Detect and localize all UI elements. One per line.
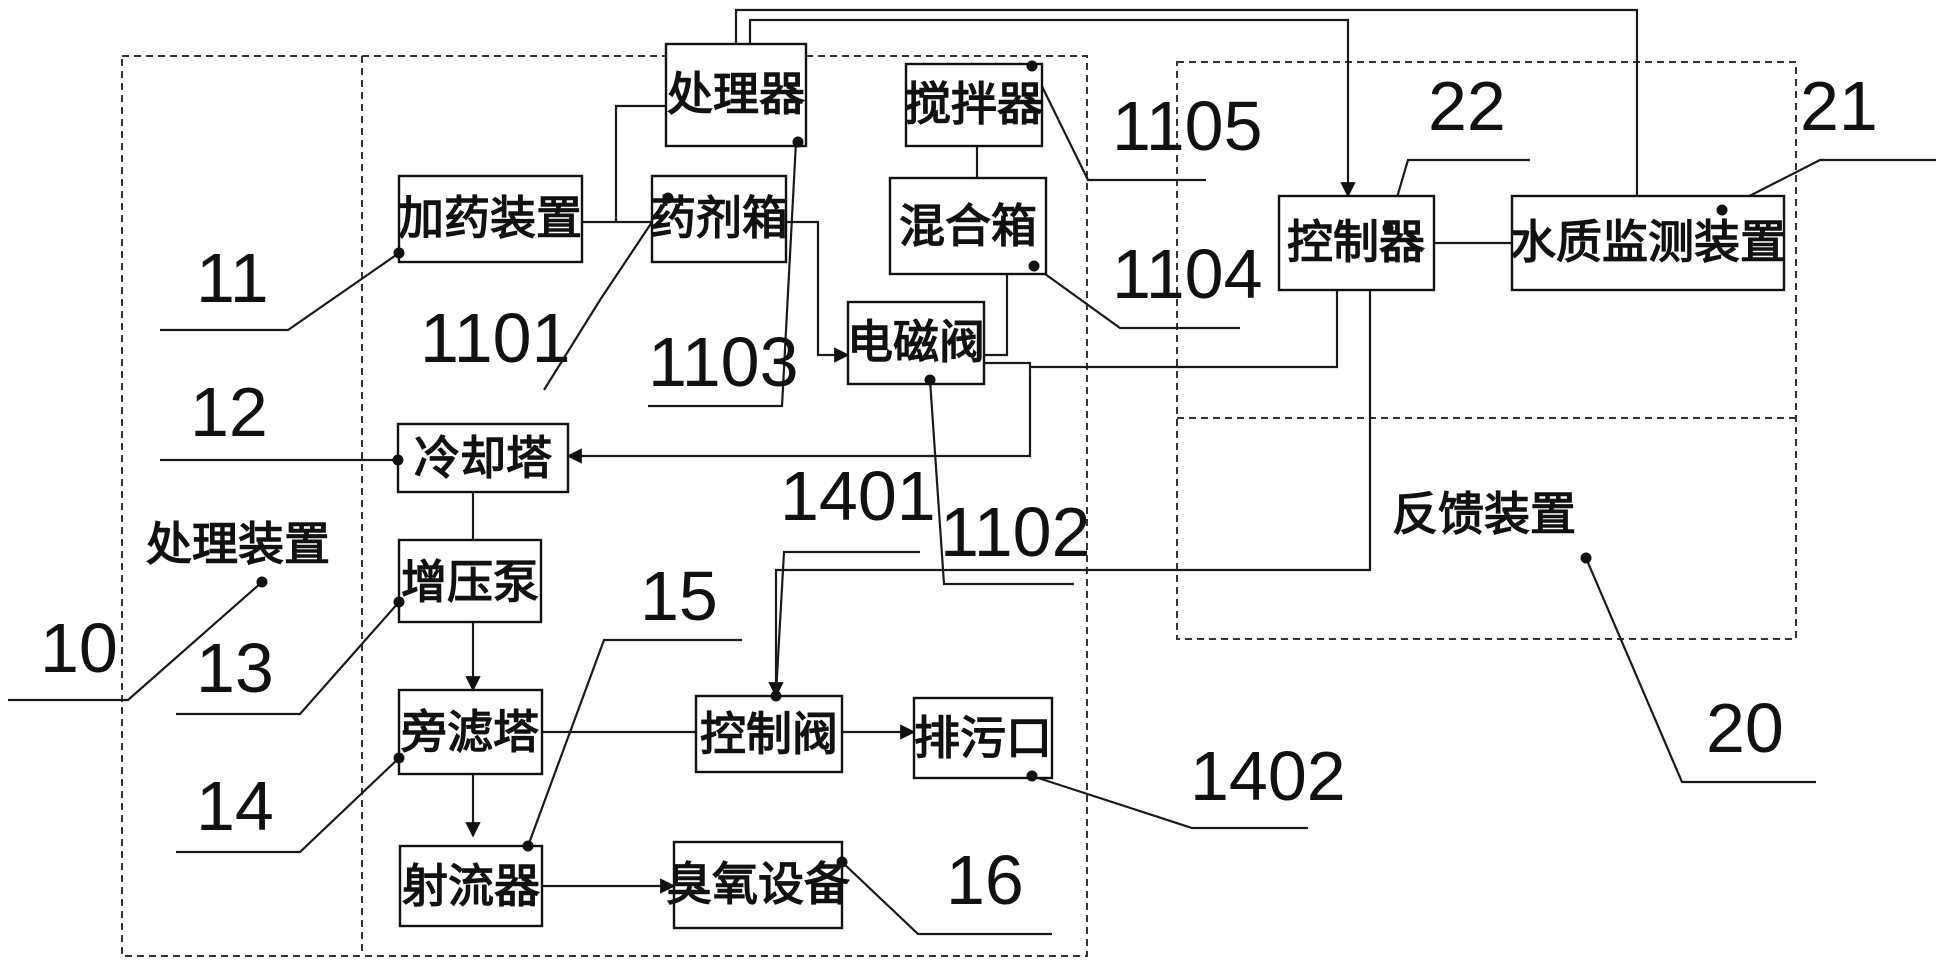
- leader-dots: [256, 60, 1728, 868]
- processor-box: 处理器: [664, 42, 808, 148]
- solenoid-valve-box: 电磁阀: [846, 300, 986, 386]
- leader-1105: [1031, 65, 1206, 182]
- ref-1402: 1402: [1190, 737, 1346, 815]
- booster-pump-label: 增压泵: [401, 555, 539, 609]
- mixer-label: 搅拌器: [905, 77, 1044, 131]
- wire-mixing-to-solenoid: [984, 274, 1009, 357]
- mixing-box: 混合箱: [888, 176, 1048, 276]
- controller-label: 控制器: [1287, 215, 1426, 269]
- leader-1104: [1033, 265, 1240, 330]
- wire-processor-to-controller: [748, 18, 1356, 198]
- ref-1103: 1103: [648, 323, 799, 401]
- wire-solenoid-to-cooling: [566, 361, 1032, 464]
- leader-1103: [648, 141, 798, 408]
- wire-controller-to-solenoid: [1030, 290, 1339, 369]
- leader-1402: [1031, 774, 1308, 830]
- ref-1104: 1104: [1112, 235, 1263, 313]
- solenoid-valve-label: 电磁阀: [847, 315, 985, 369]
- side-filter-tower-box: 旁滤塔: [397, 688, 544, 776]
- ref-20: 20: [1706, 689, 1784, 767]
- ref-13: 13: [196, 629, 274, 707]
- ref-1101: 1101: [420, 299, 571, 377]
- cooling-tower-box: 冷却塔: [396, 422, 570, 494]
- ref-16: 16: [946, 841, 1024, 919]
- leader-11: [160, 252, 400, 332]
- leader-10: [8, 581, 263, 702]
- feedback-device-border: [1176, 61, 1797, 640]
- ref-21: 21: [1800, 67, 1878, 145]
- ref-11: 11: [196, 239, 269, 317]
- leader-14: [176, 757, 400, 854]
- leader-13: [176, 601, 400, 716]
- leader-1401: [774, 550, 920, 695]
- treatment-device-label: 处理装置: [146, 517, 330, 571]
- ref-10: 10: [40, 609, 118, 687]
- controller-box: 控制器: [1277, 194, 1436, 292]
- processor-label: 处理器: [667, 67, 806, 121]
- ref-1401: 1401: [780, 457, 936, 535]
- cooling-tower-label: 冷却塔: [414, 431, 553, 485]
- feedback-device-label: 反馈装置: [1392, 487, 1576, 541]
- water-quality-monitor-label: 水质监测装置: [1510, 215, 1786, 269]
- booster-pump-box: 增压泵: [397, 538, 543, 624]
- leader-20: [1584, 557, 1816, 784]
- control-valve-label: 控制阀: [700, 707, 838, 761]
- ozone-equipment-label: 臭氧设备: [666, 857, 851, 911]
- leader-lines: [8, 65, 1936, 936]
- leader-15: [526, 638, 742, 847]
- leader-1101: [543, 197, 669, 391]
- control-valve-box: 控制阀: [694, 694, 844, 774]
- sewage-outlet-label: 排污口: [914, 711, 1052, 765]
- ejector-label: 射流器: [402, 859, 541, 913]
- ref-1105: 1105: [1112, 87, 1263, 165]
- wire-reagent-to-solenoid: [786, 220, 850, 363]
- ejector-box: 射流器: [398, 844, 544, 928]
- water-quality-monitor-box: 水质监测装置: [1510, 194, 1786, 292]
- connection-lines: [465, 8, 1639, 894]
- dosing-device-label: 加药装置: [398, 191, 582, 245]
- wire-monitor-to-processor-loop: [734, 8, 1639, 196]
- leader-21: [1721, 158, 1936, 211]
- side-filter-tower-label: 旁滤塔: [400, 705, 540, 759]
- leader-1102: [928, 379, 1074, 586]
- ref-22: 22: [1428, 67, 1506, 145]
- dosing-device-box: 加药装置: [397, 174, 584, 264]
- sewage-outlet-box: 排污口: [912, 696, 1054, 780]
- wire-processor-to-dosing: [614, 104, 666, 222]
- leader-16: [841, 861, 1052, 936]
- reagent-box: 药剂箱: [650, 174, 788, 264]
- reference-numerals: 11 1101 1103 1105 1104 12 10 13 15 14 14…: [40, 67, 1878, 919]
- mixer-box: 搅拌器: [904, 62, 1044, 148]
- ref-15: 15: [640, 557, 718, 635]
- ref-1102: 1102: [940, 493, 1091, 571]
- ref-14: 14: [196, 767, 274, 845]
- ozone-equipment-box: 臭氧设备: [666, 840, 851, 930]
- treatment-device-outer-border: [121, 55, 1088, 957]
- wire-feedback-to-control-valve: [768, 290, 1372, 698]
- mixing-box-label: 混合箱: [899, 199, 1037, 253]
- ref-12: 12: [190, 373, 268, 451]
